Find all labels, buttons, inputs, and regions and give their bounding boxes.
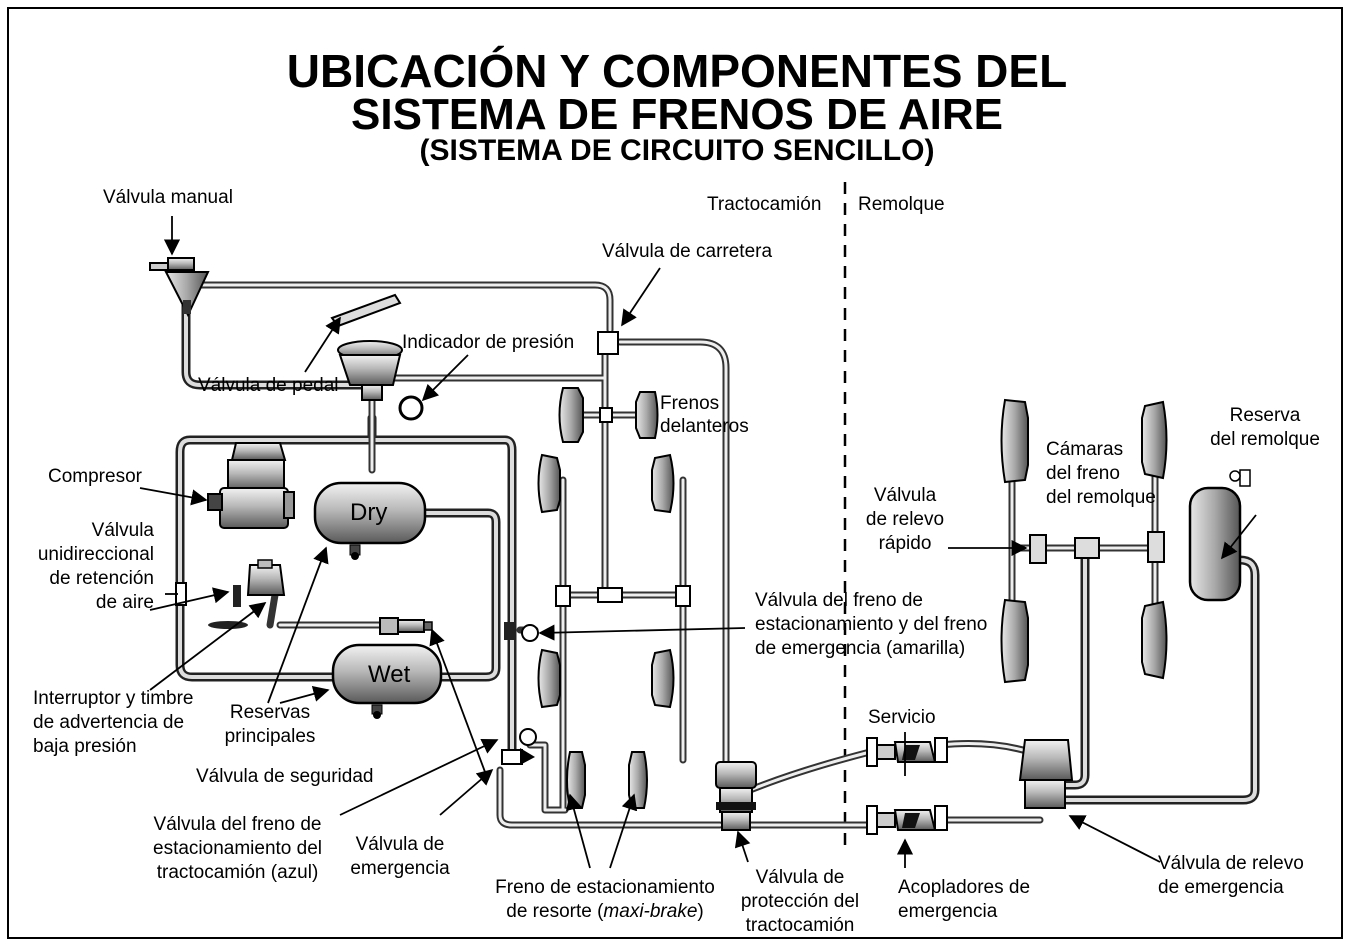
hand-valve — [149, 257, 210, 318]
trailer-reservoir — [1188, 469, 1251, 602]
dry-tank-label: Dry — [350, 499, 387, 526]
label-emergency-valve-1: Válvula de — [355, 834, 445, 855]
label-yellow-valve-1: Válvula del freno de — [755, 590, 923, 611]
label-check-valve-1: Válvula — [91, 520, 154, 541]
label-safety-valve: Válvula de seguridad — [196, 766, 374, 787]
label-spring-brake-1: Freno de estacionamiento — [495, 877, 715, 898]
label-main-reservoirs-2: principales — [224, 726, 316, 747]
label-spring-brake-2: de resorte (maxi-brake) — [482, 900, 728, 923]
tractor-protection-valve — [715, 761, 757, 831]
label-front-brakes-1: Frenos — [660, 393, 720, 414]
label-quick-release-2: de relevo — [865, 509, 945, 530]
label-protection-valve-1: Válvula de — [755, 867, 845, 888]
compressor — [207, 442, 295, 529]
label-yellow-valve-3: de emergencia (amarilla) — [755, 638, 966, 659]
label-trailer-reservoir-1: Reserva — [1229, 405, 1301, 426]
label-couplers-2: emergencia — [898, 901, 998, 922]
section-tractor: Tractocamión — [707, 194, 822, 215]
axle-fittings — [555, 407, 691, 607]
label-emergency-relay-2: de emergencia — [1158, 877, 1284, 898]
label-foot-valve: Válvula de pedal — [198, 375, 339, 396]
label-quick-release-3: rápido — [878, 533, 932, 554]
label-protection-valve-2: protección del — [740, 891, 860, 912]
label-front-brakes-2: delanteros — [660, 416, 749, 437]
emergency-coupler — [866, 805, 948, 835]
emergency-relay-valve — [1018, 739, 1074, 809]
diagram-frame — [7, 7, 1343, 939]
safety-valve — [379, 617, 433, 635]
label-trailer-chambers-3: del remolque — [1046, 487, 1156, 508]
title-line-2: SISTEMA DE FRENOS DE AIRE — [351, 90, 1003, 139]
label-emergency-relay-1: Válvula de relevo — [1158, 853, 1304, 874]
label-blue-valve-1: Válvula del freno de — [153, 814, 322, 835]
label-spring-brake-2a: de resorte ( — [506, 901, 604, 922]
label-yellow-valve-2: estacionamiento y del freno — [755, 614, 988, 635]
label-low-pressure-2: de advertencia de — [33, 712, 185, 733]
quick-release-valve — [1029, 531, 1165, 564]
label-spring-brake-italic: maxi-brake — [603, 901, 698, 922]
label-check-valve-4: de aire — [95, 592, 154, 613]
label-couplers-1: Acopladores de — [898, 877, 1031, 898]
blue-parking-valve — [501, 728, 537, 765]
title-line-3: (SISTEMA DE CIRCUITO SENCILLO) — [419, 134, 935, 167]
label-service: Servicio — [868, 707, 936, 728]
label-compressor: Compresor — [48, 466, 142, 487]
dry-tank — [313, 481, 427, 560]
label-protection-valve-3: tractocamión — [745, 915, 855, 936]
label-trailer-chambers-1: Cámaras — [1046, 439, 1124, 460]
yellow-parking-valve — [504, 622, 539, 642]
label-trailer-chambers-2: del freno — [1046, 463, 1120, 484]
label-blue-valve-2: estacionamiento del — [153, 838, 322, 859]
label-emergency-valve-2: emergencia — [350, 858, 450, 879]
label-quick-release-1: Válvula — [873, 485, 937, 506]
label-check-valve-2: unidireccional — [37, 544, 154, 565]
service-coupler — [866, 737, 948, 767]
label-spring-brake-2b: ) — [697, 901, 704, 922]
label-check-valve-3: de retención — [49, 568, 154, 589]
label-trailer-reservoir-2: del remolque — [1210, 429, 1320, 450]
label-low-pressure-3: baja presión — [33, 736, 137, 757]
low-pressure-switch — [208, 559, 286, 629]
title-line-1: UBICACIÓN Y COMPONENTES DEL — [286, 45, 1068, 97]
label-hand-valve: Válvula manual — [103, 187, 233, 208]
section-trailer: Remolque — [858, 194, 945, 215]
label-highway-valve: Válvula de carretera — [602, 241, 773, 262]
label-blue-valve-3: tractocamión (azul) — [156, 862, 319, 883]
label-main-reservoirs-1: Reservas — [229, 702, 311, 723]
label-low-pressure-1: Interruptor y timbre — [33, 688, 194, 709]
label-pressure-gauge: Indicador de presión — [402, 332, 575, 353]
pressure-gauge — [398, 395, 424, 421]
leader-lines — [139, 216, 1257, 869]
highway-valve — [597, 331, 619, 355]
foot-valve — [330, 293, 403, 401]
wet-tank — [331, 643, 443, 719]
wet-tank-label: Wet — [368, 661, 411, 688]
